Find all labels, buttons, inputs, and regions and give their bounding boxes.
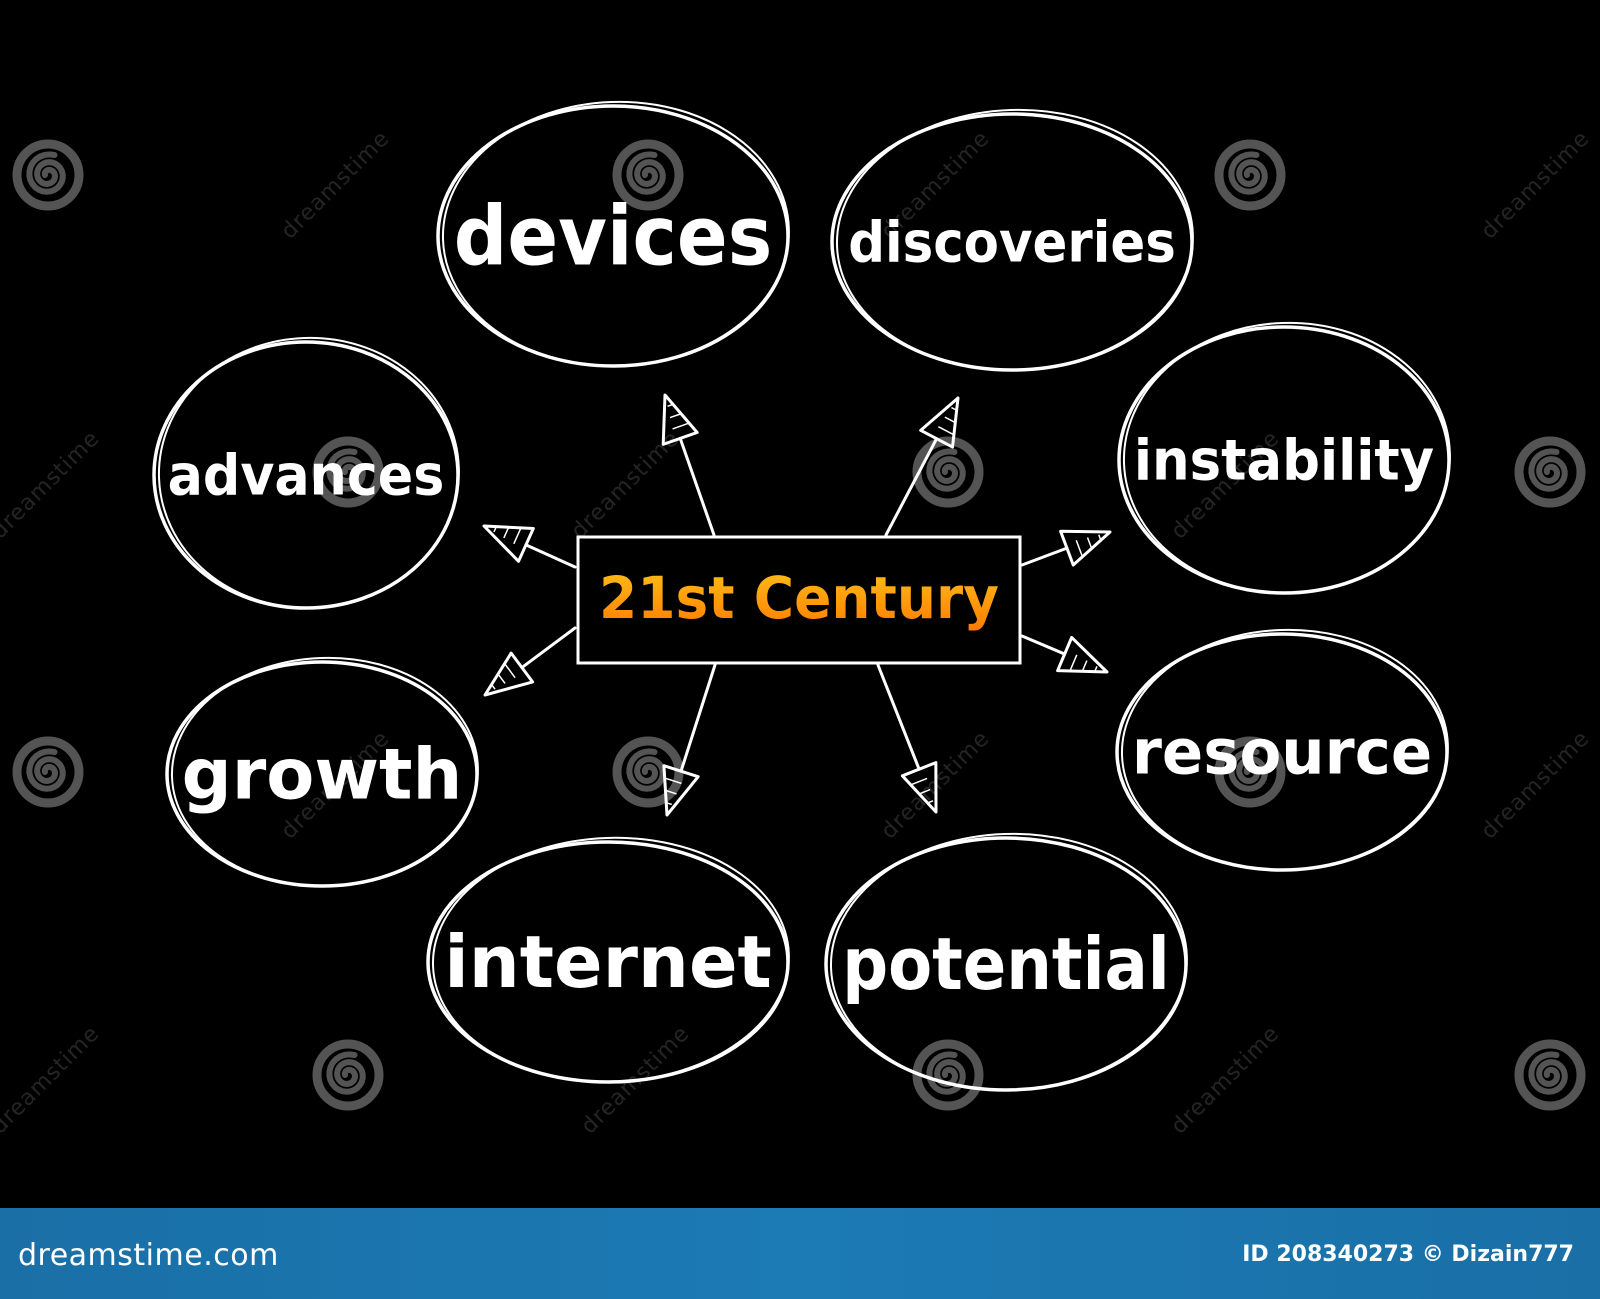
node-ellipse-sketch xyxy=(170,656,479,887)
watermark-spiral-icon xyxy=(312,436,384,508)
edge-growth xyxy=(520,626,577,670)
node-devices: devices xyxy=(436,100,790,368)
node-label-advances: advances xyxy=(168,444,445,509)
arrowhead-hatch xyxy=(944,416,956,424)
node-layer: devices discoveries advances instability gro… xyxy=(152,100,1451,1092)
arrowhead-discoveries xyxy=(919,396,960,449)
center-layer: 21st Century xyxy=(576,535,1022,665)
node-label-resource: resource xyxy=(1132,716,1432,789)
node-ellipse-sketch xyxy=(1120,628,1449,871)
arrowhead-internet xyxy=(662,764,700,817)
edge-discoveries xyxy=(884,437,939,537)
arrowhead-hatch xyxy=(664,777,682,785)
node-potential: potential xyxy=(824,832,1188,1092)
node-label-instability: instability xyxy=(1134,429,1434,494)
watermark-text: dreamstime xyxy=(1477,726,1595,844)
arrowhead-hatch xyxy=(1098,534,1102,541)
watermark-text: dreamstime xyxy=(277,126,395,244)
watermark-text: dreamstime xyxy=(1477,126,1595,244)
arrowhead-resource xyxy=(1056,635,1109,674)
watermark-spiral-icon xyxy=(912,436,984,508)
watermark-spiral-icon xyxy=(612,736,684,808)
node-instability: instability xyxy=(1117,321,1451,595)
arrowhead-hatch xyxy=(1081,660,1088,672)
watermark-spiral-icon xyxy=(12,736,84,808)
mind-map-diagram: dreamstime dreamstime dreamstime dreamstime… xyxy=(0,100,1595,1139)
arrowhead-hatch xyxy=(951,406,957,411)
node-resource: resource xyxy=(1115,628,1449,872)
watermark-spiral-icon xyxy=(1214,736,1286,808)
edge-layer xyxy=(482,393,1112,817)
arrowhead-hatch xyxy=(667,403,674,408)
node-ellipse-sketch xyxy=(835,108,1194,371)
arrowhead-advances xyxy=(482,524,535,563)
node-label-devices: devices xyxy=(454,190,773,285)
edge-potential xyxy=(876,663,921,771)
node-internet: internet xyxy=(426,836,790,1084)
mind-map-canvas: dreamstime dreamstime dreamstime dreamstime… xyxy=(0,100,1595,1140)
node-discoveries: discoveries xyxy=(830,108,1194,372)
node-advances: advances xyxy=(152,336,460,610)
arrowhead-hatch xyxy=(504,663,516,679)
watermark-text: dreamstime xyxy=(0,426,105,544)
node-ellipse-sketch xyxy=(157,336,460,609)
arrowhead-growth xyxy=(483,651,535,697)
arrowhead-hatch xyxy=(910,777,928,786)
arrowhead-hatch xyxy=(672,422,690,430)
arrowhead-hatch xyxy=(490,684,496,690)
arrowhead-hatch xyxy=(513,527,522,545)
edge-instability xyxy=(1020,546,1069,567)
footer-site-name[interactable]: dreamstime.com xyxy=(18,1238,279,1273)
node-ellipse-sketch xyxy=(829,832,1188,1091)
node-label-growth: growth xyxy=(182,734,463,816)
arrowhead-hatch xyxy=(669,413,682,419)
watermark-spiral-icon xyxy=(1514,1039,1586,1111)
edge-advances xyxy=(524,543,577,569)
arrowhead-hatch xyxy=(1075,540,1084,558)
node-ellipse-sketch xyxy=(431,836,790,1083)
watermark-spiral-icon xyxy=(1214,139,1286,211)
arrowhead-hatch xyxy=(938,425,955,436)
arrowhead-hatch xyxy=(665,801,673,806)
edge-devices xyxy=(678,436,716,537)
arrowhead-hatch xyxy=(1069,654,1078,672)
center-box xyxy=(576,535,1022,665)
node-label-internet: internet xyxy=(444,920,772,1004)
node-ellipse-sketch xyxy=(441,100,790,367)
arrowhead-hatch xyxy=(503,526,510,539)
node-label-discoveries: discoveries xyxy=(848,211,1176,276)
node-ellipse-sketch xyxy=(1122,321,1451,594)
arrowhead-hatch xyxy=(918,788,931,795)
arrowhead-instability xyxy=(1059,529,1112,567)
watermark-spiral-icon xyxy=(312,1039,384,1111)
watermark-spiral-icon xyxy=(12,139,84,211)
arrowhead-hatch xyxy=(493,526,498,533)
arrowhead-hatch xyxy=(1086,537,1093,549)
watermark-spiral-icon xyxy=(912,1039,984,1111)
watermark-text: dreamstime xyxy=(1167,1021,1285,1139)
arrowhead-hatch xyxy=(665,789,677,795)
footer-credit: ID 208340273 © Dizain777 xyxy=(1242,1242,1574,1267)
watermark-spiral-icon xyxy=(612,139,684,211)
edge-internet xyxy=(679,663,717,773)
arrowhead-hatch xyxy=(1093,665,1098,672)
node-growth: growth xyxy=(165,656,479,888)
arrowhead-hatch xyxy=(927,800,934,804)
node-label-potential: potential xyxy=(842,922,1170,1006)
arrowhead-hatch xyxy=(497,673,506,684)
watermark-text: dreamstime xyxy=(0,1021,105,1139)
edge-resource xyxy=(1020,634,1067,656)
center-label: 21st Century xyxy=(599,564,999,632)
footer-bar: dreamstime.com ID 208340273 © Dizain777 xyxy=(0,1208,1600,1299)
watermark-spiral-icon xyxy=(1514,436,1586,508)
